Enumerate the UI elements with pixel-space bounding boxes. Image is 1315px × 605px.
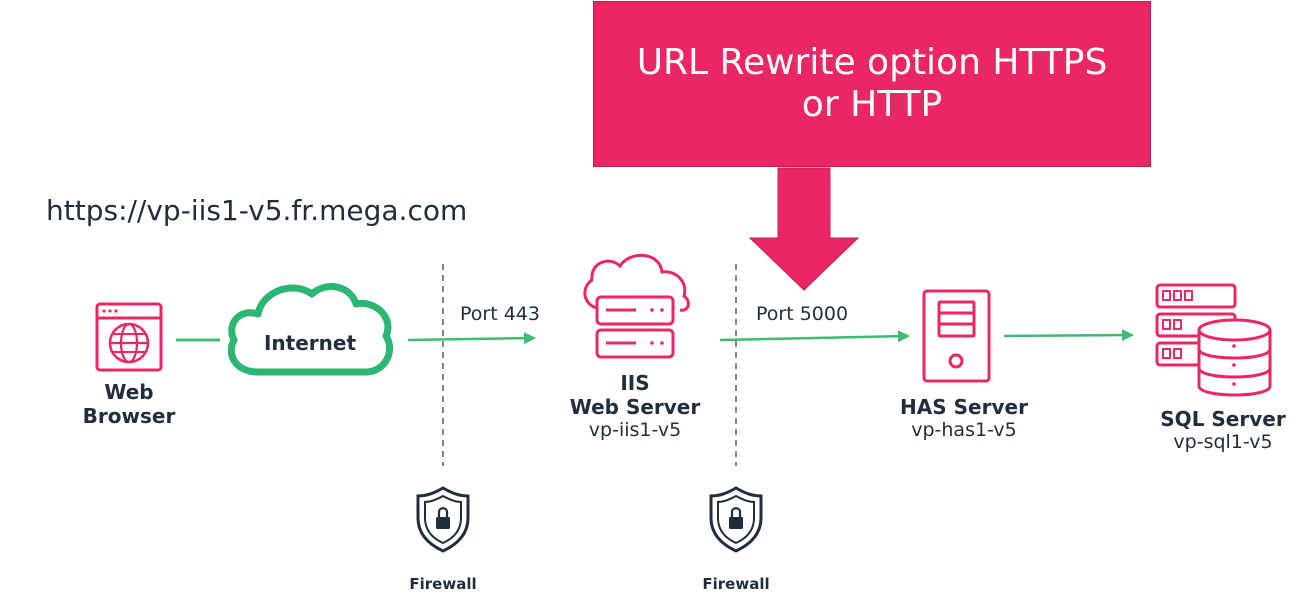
- sql-server-icon: [1155, 283, 1272, 397]
- callout-text: URL Rewrite option HTTPS or HTTP: [636, 42, 1108, 125]
- internet-label: Internet: [263, 331, 357, 355]
- arrow-internet-iis: [407, 332, 536, 345]
- arrow-has-sql: [1003, 329, 1134, 342]
- has-server-label: HAS Server vp-has1-v5: [879, 395, 1049, 442]
- site-url: https://vp-iis1-v5.fr.mega.com: [46, 194, 468, 227]
- sql-server-name: SQL Server: [1160, 407, 1286, 431]
- has-server-icon: [922, 289, 991, 383]
- url-rewrite-callout: URL Rewrite option HTTPS or HTTP: [593, 1, 1151, 167]
- arrow-iis-has: [719, 330, 910, 343]
- internet-cloud-icon: [227, 283, 394, 376]
- port-443-label: Port 443: [460, 303, 540, 325]
- firewall-shield-icon-1: [416, 486, 470, 553]
- sql-server-label: SQL Server vp-sql1-v5: [1147, 407, 1299, 454]
- iis-hostname: vp-iis1-v5: [588, 419, 682, 441]
- callout-down-arrow: [748, 167, 860, 291]
- web-browser-label-line1: Web: [104, 380, 154, 404]
- iis-label-line1: IIS: [620, 371, 650, 395]
- firewall-label-1: Firewall: [409, 575, 477, 593]
- iis-server-icon: [583, 253, 690, 359]
- has-server-name: HAS Server: [900, 395, 1028, 419]
- sql-hostname: vp-sql1-v5: [1173, 431, 1273, 453]
- web-browser-icon: [95, 302, 163, 372]
- port-5000-label: Port 5000: [756, 303, 849, 325]
- has-hostname: vp-has1-v5: [911, 419, 1017, 441]
- iis-label-line2: Web Server: [569, 395, 701, 419]
- firewall-shield-icon-2: [709, 486, 763, 553]
- web-browser-label-line2: Browser: [82, 404, 176, 428]
- firewall-label-2: Firewall: [702, 575, 770, 593]
- iis-server-label: IIS Web Server vp-iis1-v5: [555, 371, 715, 442]
- web-browser-label: Web Browser: [64, 380, 194, 428]
